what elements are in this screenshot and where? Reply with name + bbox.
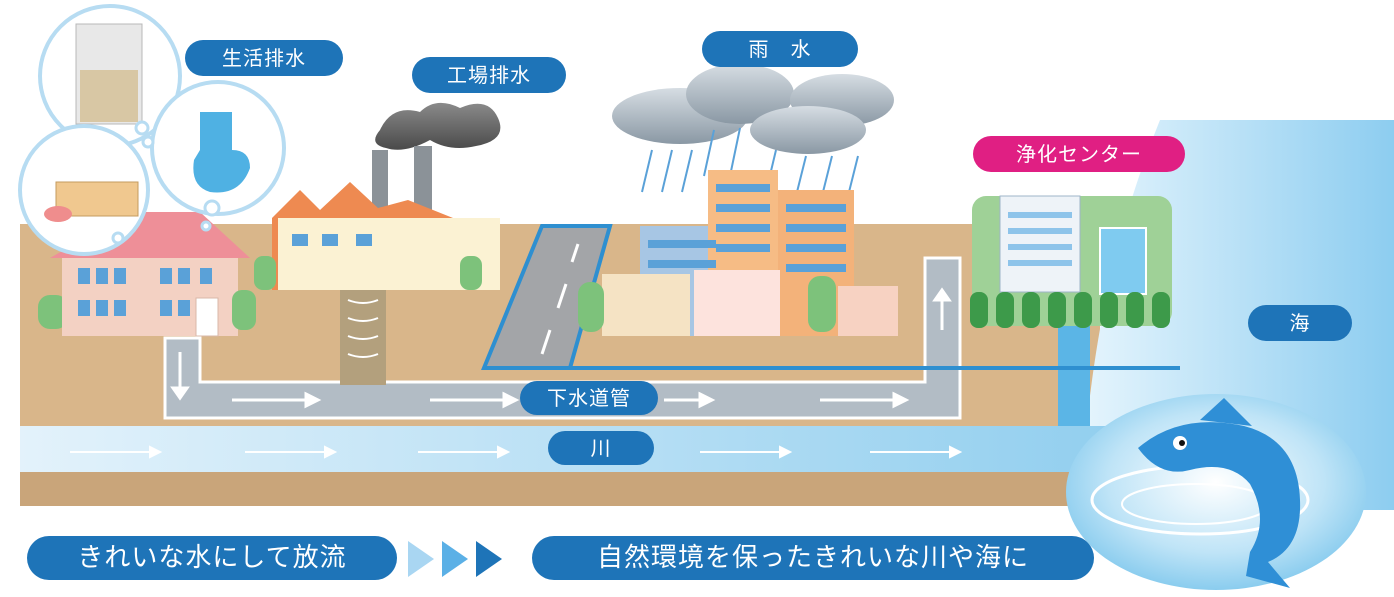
label-domestic-wastewater: 生活排水 [185,40,343,76]
rain-clouds [612,64,894,197]
fish-icon [1138,398,1301,588]
label-sea: 海 [1248,305,1352,341]
city [578,170,898,336]
label-sewer-pipe: 下水道管 [520,381,658,415]
thought-bubbles [18,4,286,256]
label-rainwater: 雨 水 [702,31,858,67]
label-river: 川 [548,431,654,465]
soil-strip [20,472,1100,506]
banner-discharge-clean-water: きれいな水にして放流 [27,536,397,580]
banner-clean-rivers-and-sea: 自然環境を保ったきれいな川や海に [532,536,1094,580]
factory [254,102,501,290]
factory-drain [340,285,386,385]
purification-plant [970,195,1172,328]
outfall [1058,322,1090,426]
label-industrial-wastewater: 工場排水 [412,57,566,93]
triple-chevron-icon [408,541,502,577]
label-purification-center: 浄化センター [973,136,1185,172]
